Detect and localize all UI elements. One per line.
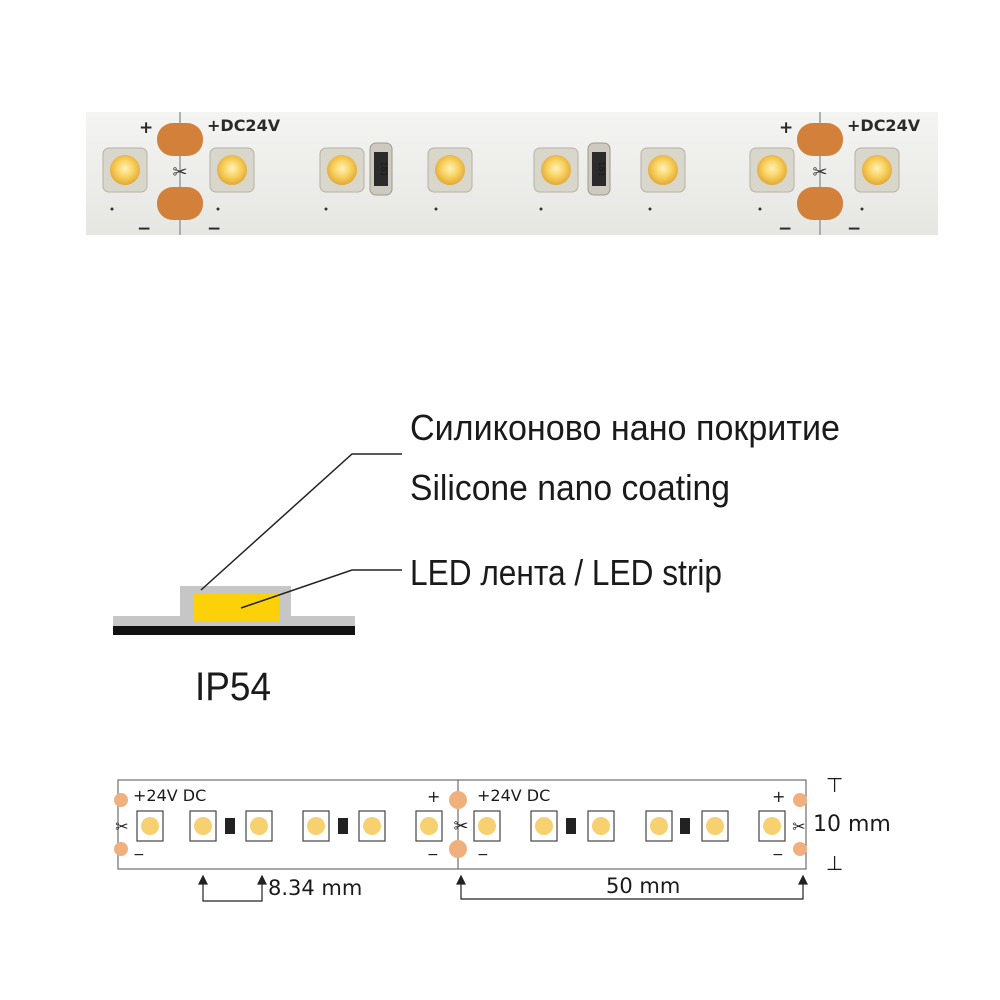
photo-minus-left: −	[137, 219, 151, 239]
drawing-minus-3: −	[477, 847, 489, 863]
technical-drawing: ✂ ✂ ✂ +24V DC +24V DC + +	[114, 773, 891, 902]
photo-led	[102, 147, 148, 193]
width-label: 10 mm	[813, 812, 891, 837]
drawing-led	[358, 810, 386, 842]
coating-label-en: Silicone nano coating	[410, 467, 730, 508]
drawing-led	[136, 810, 164, 842]
drawing-led	[189, 810, 217, 842]
drawing-minus-2: −	[427, 847, 439, 863]
drawing-voltage-left: +24V DC	[133, 786, 206, 805]
drawing-led	[587, 810, 615, 842]
drawing-led	[758, 810, 786, 842]
drawing-plus-left-end: +	[427, 787, 440, 806]
scissors-icon: ✂	[812, 162, 827, 182]
photo-minus-right-2: −	[847, 219, 861, 239]
cut-length-label: 50 mm	[606, 874, 680, 898]
coating-label-bg: Силиконово нано покритие	[410, 407, 840, 448]
strip-leader-line	[240, 569, 402, 609]
photo-led	[427, 147, 473, 193]
cut-length-dimension	[456, 874, 808, 900]
width-tick-top: ⊤	[826, 773, 843, 797]
photo-polarity-dots	[110, 207, 864, 211]
pitch-label: 8.34 mm	[268, 876, 362, 900]
drawing-resistors	[225, 818, 690, 834]
photo-pad-bottom-left	[157, 187, 203, 220]
drawing-leds	[136, 810, 786, 842]
svg-text:181: 181	[597, 161, 606, 176]
photo-led	[319, 147, 365, 193]
drawing-voltage-right: +24V DC	[477, 786, 550, 805]
photo-minus-right: −	[778, 219, 792, 239]
drawing-led	[302, 810, 330, 842]
drawing-led	[415, 810, 443, 842]
photo-pad-top-right	[797, 123, 843, 156]
photo-led	[749, 147, 795, 193]
width-tick-bottom: ⊥	[826, 851, 843, 875]
photo-resistor: 181	[369, 142, 393, 196]
photo-pad-bottom-right	[797, 187, 843, 220]
ip-rating: IP54	[195, 665, 271, 709]
cross-section: Силиконово нано покритие Silicone nano c…	[113, 407, 840, 709]
photo-led	[640, 147, 686, 193]
drawing-plus-right-end: +	[772, 787, 785, 806]
strip-label: LED лента / LED strip	[410, 552, 722, 593]
photo-pad-top-left	[157, 123, 203, 156]
svg-text:181: 181	[379, 161, 388, 176]
drawing-led	[701, 810, 729, 842]
drawing-minus-4: −	[772, 847, 784, 863]
scissors-icon: ✂	[453, 816, 468, 836]
photo-led-strip: ✂ ✂	[86, 112, 938, 239]
scissors-icon: ✂	[792, 819, 805, 836]
photo-resistor: 181	[587, 142, 611, 196]
pitch-dimension	[198, 874, 267, 902]
photo-led	[854, 147, 900, 193]
scissors-icon: ✂	[172, 162, 187, 182]
coating-leader-line	[200, 453, 402, 591]
cross-section-base	[113, 626, 355, 635]
drawing-minus-1: −	[133, 847, 145, 863]
cross-section-led-strip	[193, 594, 279, 622]
photo-minus-left-2: −	[207, 219, 221, 239]
photo-led	[533, 147, 579, 193]
photo-led	[209, 147, 255, 193]
drawing-led	[473, 810, 501, 842]
scissors-icon: ✂	[115, 819, 128, 836]
photo-plus-right: +	[779, 118, 793, 138]
drawing-led	[245, 810, 273, 842]
photo-voltage-right: +DC24V	[847, 116, 921, 135]
drawing-led	[645, 810, 673, 842]
photo-voltage-left: +DC24V	[207, 116, 281, 135]
photo-plus-left: +	[139, 118, 153, 138]
drawing-pads	[114, 791, 807, 858]
drawing-led	[530, 810, 558, 842]
